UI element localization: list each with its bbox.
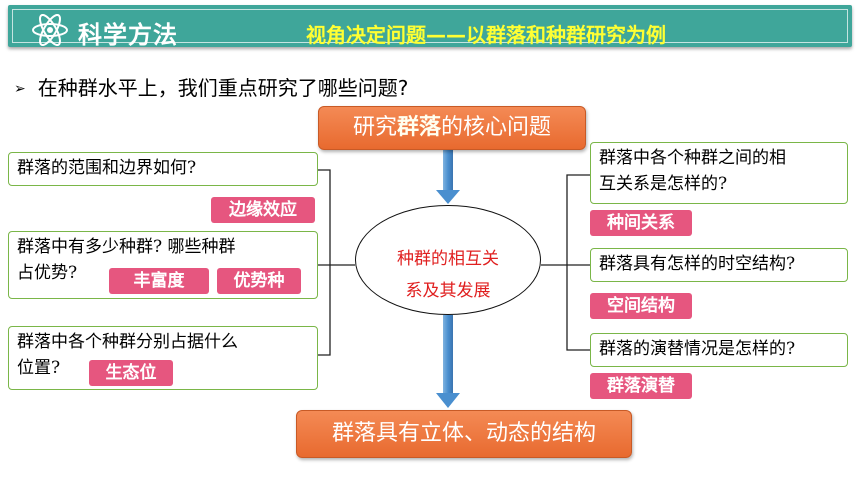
right-question-succession: 群落的演替情况是怎样的? bbox=[590, 333, 848, 367]
down-arrow-top-icon bbox=[436, 148, 460, 204]
question-text-line2: 位置? bbox=[17, 358, 61, 378]
tag-edge-effect: 边缘效应 bbox=[211, 197, 315, 223]
right-question-interspecies: 群落中各个种群之间的相 互关系是怎样的? bbox=[590, 142, 848, 204]
tag-dominant-species: 优势种 bbox=[217, 268, 301, 294]
tag-spatial-structure: 空间结构 bbox=[590, 293, 692, 319]
header-banner: 科学方法 视角决定问题——以群落和种群研究为例 bbox=[8, 5, 852, 49]
down-arrow-bottom-icon bbox=[436, 315, 460, 408]
center-ellipse: 种群的相互关 系及其发展 bbox=[355, 205, 541, 315]
bullet-text: 在种群水平上，我们重点研究了哪些问题? bbox=[37, 76, 409, 100]
question-text-line2: 占优势? bbox=[17, 263, 78, 283]
center-text-line2: 系及其发展 bbox=[405, 281, 491, 301]
question-text-line1: 群落中各个种群之间的相 bbox=[599, 148, 786, 168]
left-bracket bbox=[318, 169, 355, 356]
tag-richness: 丰富度 bbox=[109, 268, 209, 294]
question-text: 群落的演替情况是怎样的? bbox=[599, 339, 796, 359]
banner-frame bbox=[12, 9, 848, 43]
tag-niche: 生态位 bbox=[89, 360, 173, 386]
core-question-bold: 群落 bbox=[396, 115, 441, 140]
arrow-bullet-icon: ➢ bbox=[14, 81, 26, 97]
tag-interspecies-relation: 种间关系 bbox=[590, 210, 692, 236]
core-question-prefix: 研究 bbox=[352, 115, 397, 140]
question-text: 群落的范围和边界如何? bbox=[17, 158, 197, 178]
question-text-line2: 互关系是怎样的? bbox=[599, 174, 728, 194]
slide-title: 视角决定问题——以群落和种群研究为例 bbox=[306, 23, 666, 47]
left-question-boundary: 群落的范围和边界如何? bbox=[8, 152, 318, 186]
question-text-line1: 群落中各个种群分别占据什么 bbox=[17, 332, 238, 352]
core-question-box: 研究群落的核心问题 bbox=[318, 106, 586, 150]
atom-icon bbox=[32, 14, 68, 46]
right-bracket bbox=[541, 174, 590, 351]
question-text-line1: 群落中有多少种群? 哪些种群 bbox=[17, 237, 236, 257]
center-text-line1: 种群的相互关 bbox=[397, 249, 499, 269]
core-question-suffix: 的核心问题 bbox=[441, 115, 552, 140]
section-title: 科学方法 bbox=[78, 21, 178, 49]
right-question-structure: 群落具有怎样的时空结构? bbox=[590, 248, 848, 282]
tag-succession: 群落演替 bbox=[590, 373, 692, 399]
bullet-question: ➢ 在种群水平上，我们重点研究了哪些问题? bbox=[14, 72, 408, 101]
conclusion-box: 群落具有立体、动态的结构 bbox=[296, 410, 632, 458]
question-text: 群落具有怎样的时空结构? bbox=[599, 254, 796, 274]
